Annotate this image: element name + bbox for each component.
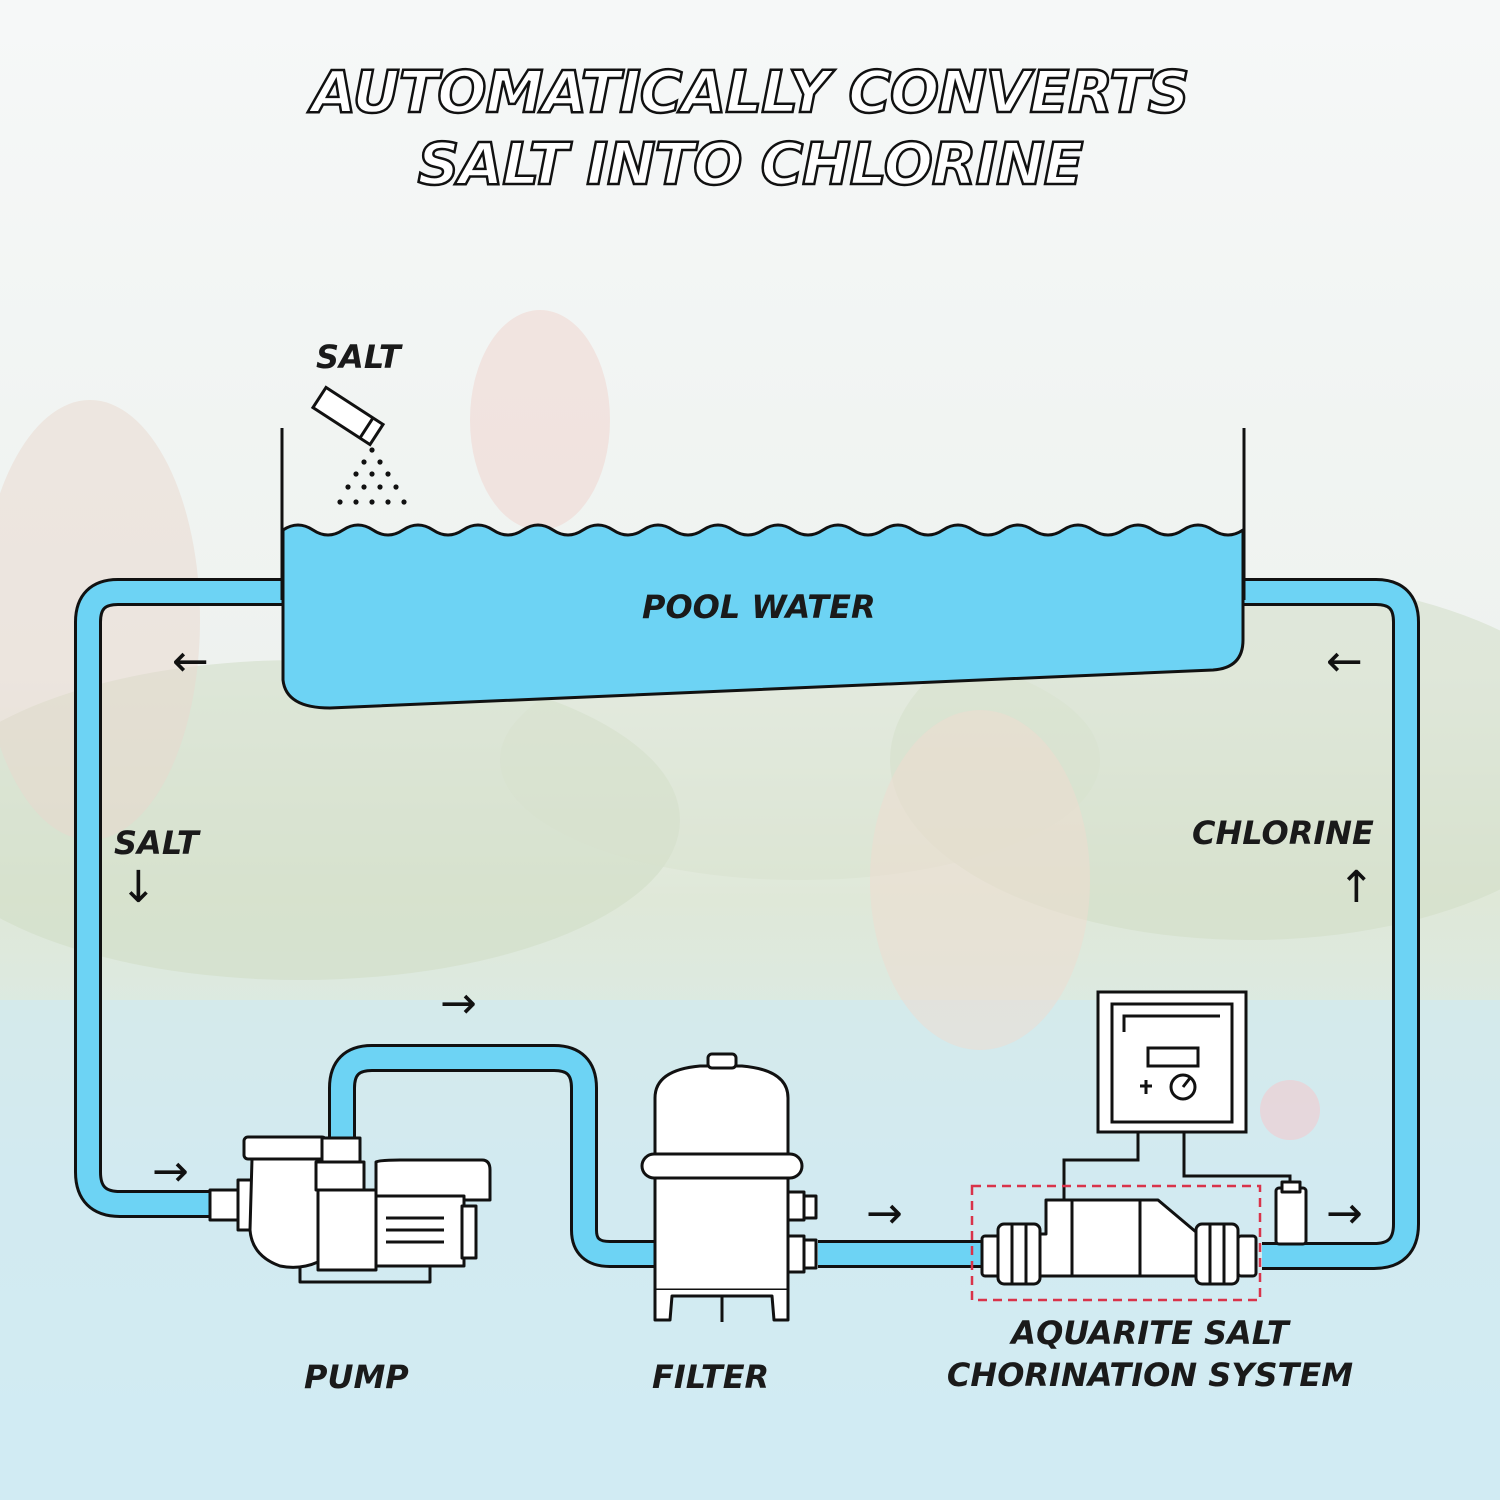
title-line-1: AUTOMATICALLY CONVERTS: [310, 57, 1191, 128]
arrow-right-icon: →: [866, 1188, 903, 1239]
arrow-left-icon: ←: [172, 636, 209, 687]
chlorine-label: CHLORINE: [1192, 814, 1374, 852]
filter-label: FILTER: [652, 1358, 770, 1396]
arrow-right-icon: →: [152, 1146, 189, 1197]
highlight-box: [970, 1184, 1262, 1302]
arrow-right-icon: →: [440, 978, 477, 1029]
salt-cell-icon: [980, 1180, 1308, 1286]
control-panel-icon: [1062, 990, 1292, 1200]
system-label-line-1: AQUARITE SALT: [1011, 1314, 1289, 1352]
pump-icon: [208, 1135, 492, 1284]
salt-top-label: SALT: [316, 338, 401, 376]
arrow-down-icon: ↓: [120, 862, 157, 913]
salt-side-label: SALT: [114, 824, 199, 862]
arrow-up-icon: ↑: [1338, 862, 1375, 913]
salt-shaker-icon: [310, 385, 407, 505]
pump-label: PUMP: [304, 1358, 409, 1396]
pipe-loop: [74, 578, 1420, 1270]
arrow-left-icon: ←: [1326, 636, 1363, 687]
filter-icon: [640, 1052, 818, 1322]
arrow-right-icon: →: [1326, 1188, 1363, 1239]
system-label-line-2: CHORINATION SYSTEM: [946, 1356, 1354, 1394]
pool-water-label: POOL WATER: [642, 588, 876, 626]
title-line-2: SALT INTO CHLORINE: [416, 129, 1084, 200]
pool-basin: [280, 428, 1246, 710]
